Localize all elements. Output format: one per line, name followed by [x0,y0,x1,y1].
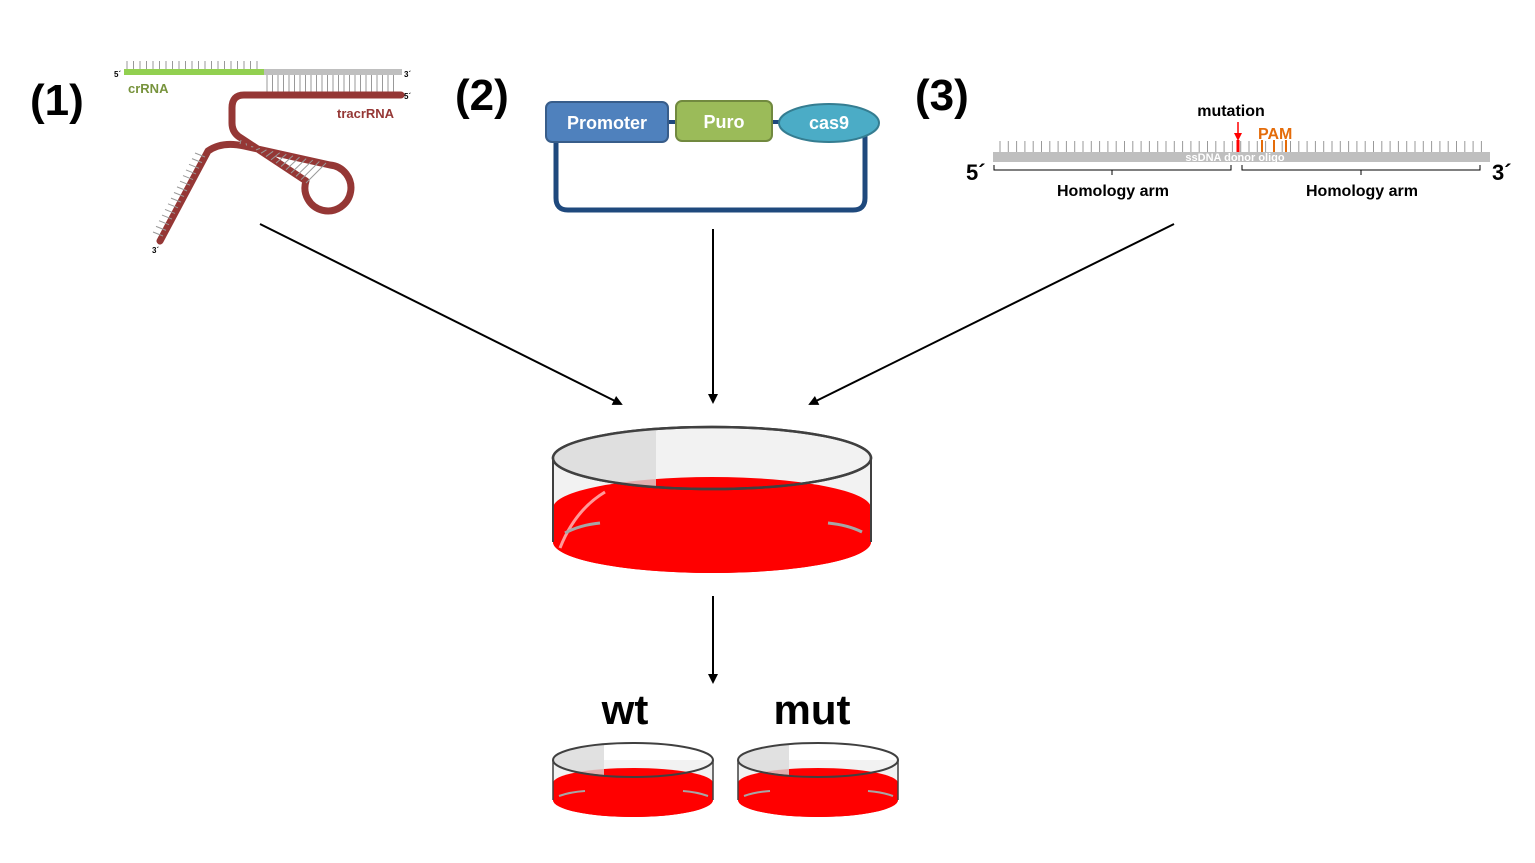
oligo-label: ssDNA donor oligo [1185,152,1284,164]
nucleotide-tick [300,161,320,181]
oligo-strand [993,152,1490,162]
promoter-label: Promoter [567,113,647,133]
guide-rna: 5´ 3´ 5´ 3´ crRNA tracrRNA [114,61,411,255]
nucleotide-tick [245,143,248,146]
nucleotide-tick [191,158,203,164]
nucleotide-tick [152,231,164,237]
crrna-tracrrna-pairing [266,75,394,92]
crrna-ticks [126,61,258,69]
tracrrna-five-prime-label: 5´ [404,92,411,101]
nucleotide-tick [167,203,179,209]
cas9-ellipse [778,103,880,143]
plasmid-backbone [553,128,868,213]
tracrrna-strand [156,91,405,245]
donor-three-prime-label: 3´ [1492,160,1512,185]
nucleotide-tick [290,158,307,174]
tracrrna-stem-pairing [239,139,327,184]
mut-label: mut [774,686,851,733]
nucleotide-tick [188,163,200,169]
plasmid: Promoter Puro cas9 [545,100,880,213]
cas9-label: cas9 [809,113,849,133]
left-arm-brace [993,165,1232,175]
nucleotide-tick [194,152,206,158]
nucleotide-tick [255,147,261,151]
nucleotide-tick [295,159,314,177]
nucleotide-tick [260,149,267,154]
culture-dish [551,425,873,573]
nucleotide-tick [173,192,185,197]
nucleotide-tick [285,156,300,171]
crrna-strand [124,69,264,75]
mutation-arrow-head [1234,133,1242,141]
nucleotide-tick [239,139,242,145]
panel-label-2: (2) [455,71,509,120]
donor-five-prime-label: 5´ [966,160,986,185]
donor-oligo: mutation PAM ssDNA donor oligo 5´ 3´ Hom… [966,103,1512,200]
panel-label-1: (1) [30,76,84,125]
tracrrna-tail-ticks [152,152,206,237]
crrna-three-prime-label: 3´ [404,70,411,79]
left-homology-arm-label: Homology arm [1057,183,1169,200]
nucleotide-tick [275,153,287,164]
crrna-grey-strand [264,69,402,75]
nucleotide-tick [161,214,173,220]
puro-label: Puro [703,112,744,132]
arrow-grna-to-dish [259,223,623,405]
wt-dish [552,742,714,817]
nucleotide-tick [270,152,281,161]
tracrrna-label: tracrRNA [337,106,395,121]
nucleotide-tick [176,186,188,192]
nucleotide-tick [158,220,170,226]
nucleotide-tick [280,155,294,167]
mut-dish [737,742,899,817]
promoter-box [545,101,669,143]
mutation-label: mutation [1197,103,1265,120]
nucleotide-tick [265,150,274,157]
crrna-five-prime-label: 5´ [114,70,121,79]
nucleotide-tick [185,169,197,175]
right-arm-brace [1241,165,1481,175]
nucleotide-tick [155,225,167,231]
nucleotide-tick [305,162,327,184]
crrna-label: crRNA [128,81,169,96]
wt-label: wt [601,686,649,733]
tracrrna-three-prime-label: 3´ [152,246,159,255]
oligo-ticks [999,141,1482,152]
nucleotide-tick [164,208,176,214]
nucleotide-tick [179,180,191,186]
nucleotide-tick [170,197,182,203]
puro-box [675,100,773,142]
right-homology-arm-label: Homology arm [1306,183,1418,200]
panel-label-3: (3) [915,71,969,120]
pam-label: PAM [1258,126,1292,143]
nucleotide-tick [182,175,194,181]
arrow-donor-to-dish [808,223,1175,405]
